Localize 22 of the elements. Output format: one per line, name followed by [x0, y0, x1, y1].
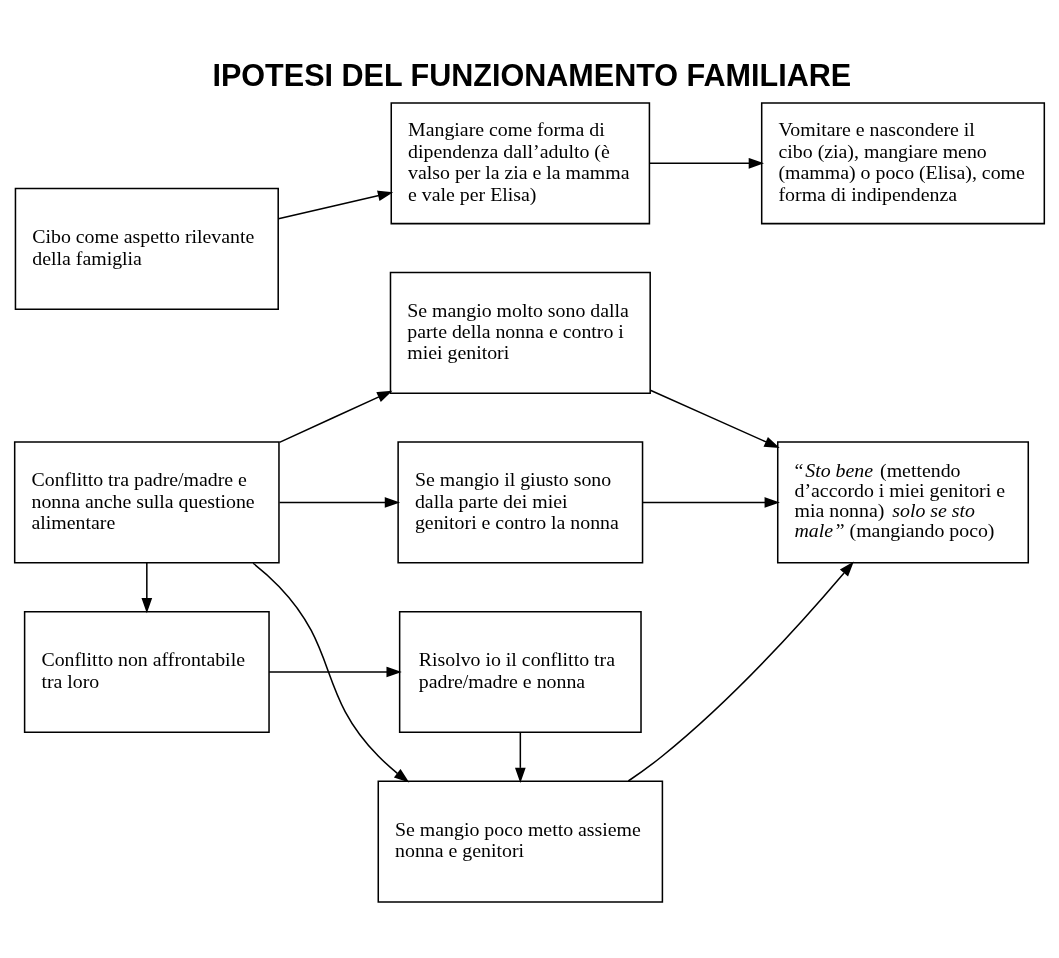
arrow [649, 389, 780, 448]
node-box: Conflitto non affrontabile tra loro [23, 610, 270, 733]
node-box: Conflitto tra padre/madre e nonna anche sulla questione alimentare [13, 440, 280, 564]
node-box: Se mangio il giusto sono dalla parte dei miei genitori e contro la nonna [397, 440, 644, 564]
arrow [141, 561, 153, 613]
arrow [515, 731, 526, 783]
node-box: Se mangio molto sono dalla parte della nonna e contro i miei genitori [389, 271, 651, 394]
arrow [277, 190, 394, 220]
diagram-title: IPOTESI DEL FUNZIONAMENTO FAMILIARE [212, 57, 852, 92]
node-box: “Sto bene (mettendo d’accordo i miei genitori e mia nonna) solo se sto male” (mangiando poco) [776, 440, 1030, 564]
node-box: Vomitare e nascondere il cibo (zia), mangiare meno (mamma) o poco (Elisa), come forma di indipendenza [760, 101, 1046, 224]
arrow [642, 496, 780, 508]
arrow [278, 390, 393, 443]
arrow [627, 560, 854, 782]
arrow [268, 666, 402, 677]
node-box: Mangiare come forma di dipendenza dall’adulto (è valso per la zia e la mamma e vale per Elisa) [390, 101, 651, 224]
arrow [252, 562, 410, 783]
node-box: Se mangio poco metto assieme nonna e genitori [377, 779, 664, 903]
node-box: Cibo come aspetto rilevante della famiglia [14, 187, 279, 310]
node-box: Risolvo io il conflitto tra padre/madre e nonna [398, 610, 642, 733]
arrow [649, 157, 764, 169]
arrow [278, 496, 401, 508]
